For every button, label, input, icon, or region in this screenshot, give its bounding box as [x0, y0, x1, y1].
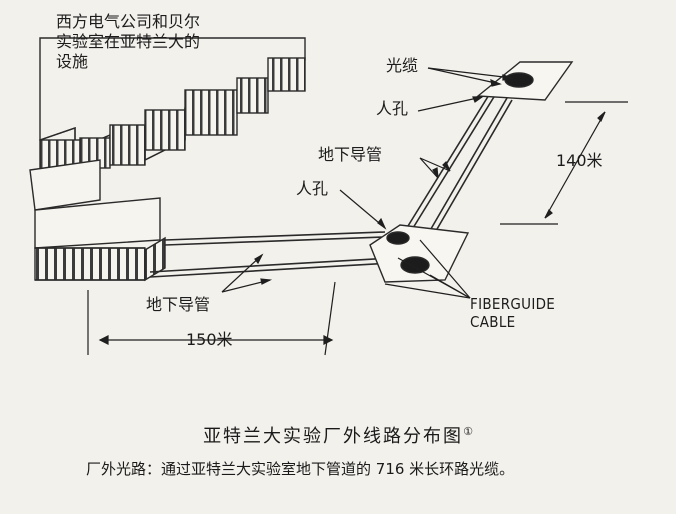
conduits [149, 89, 513, 278]
fiberguide-label-line2: CABLE [470, 313, 516, 331]
manhole-near-label: 人孔 [296, 179, 329, 198]
leader-lines [221, 67, 515, 299]
caption-title-marker: ① [463, 425, 473, 438]
manhole-far [476, 61, 574, 101]
fiberguide-cable-label: FIBERGUIDE CABLE [470, 295, 555, 331]
caption-title: 亚特兰大实验厂外线路分布图① [0, 422, 676, 448]
dimension-lines [87, 101, 628, 356]
facility-label: 西方电气公司和贝尔实验室在亚特兰大的设施 [56, 12, 201, 71]
manhole-near [369, 224, 470, 283]
manhole-far-label: 人孔 [376, 99, 409, 118]
caption-note: 厂外光路：通过亚特兰大实验室地下管道的 716 米长环路光缆。 [86, 460, 515, 478]
distance-150-label: 150米 [186, 330, 233, 349]
conduit-lower-label: 地下导管 [146, 295, 211, 314]
building-complex [29, 37, 306, 282]
fiberguide-label-line1: FIBERGUIDE [470, 295, 556, 313]
distance-140-label: 140米 [556, 151, 603, 170]
conduit-upper-label: 地下导管 [318, 145, 383, 164]
optical-cable-label: 光缆 [386, 56, 419, 75]
caption-title-text: 亚特兰大实验厂外线路分布图 [203, 426, 464, 447]
